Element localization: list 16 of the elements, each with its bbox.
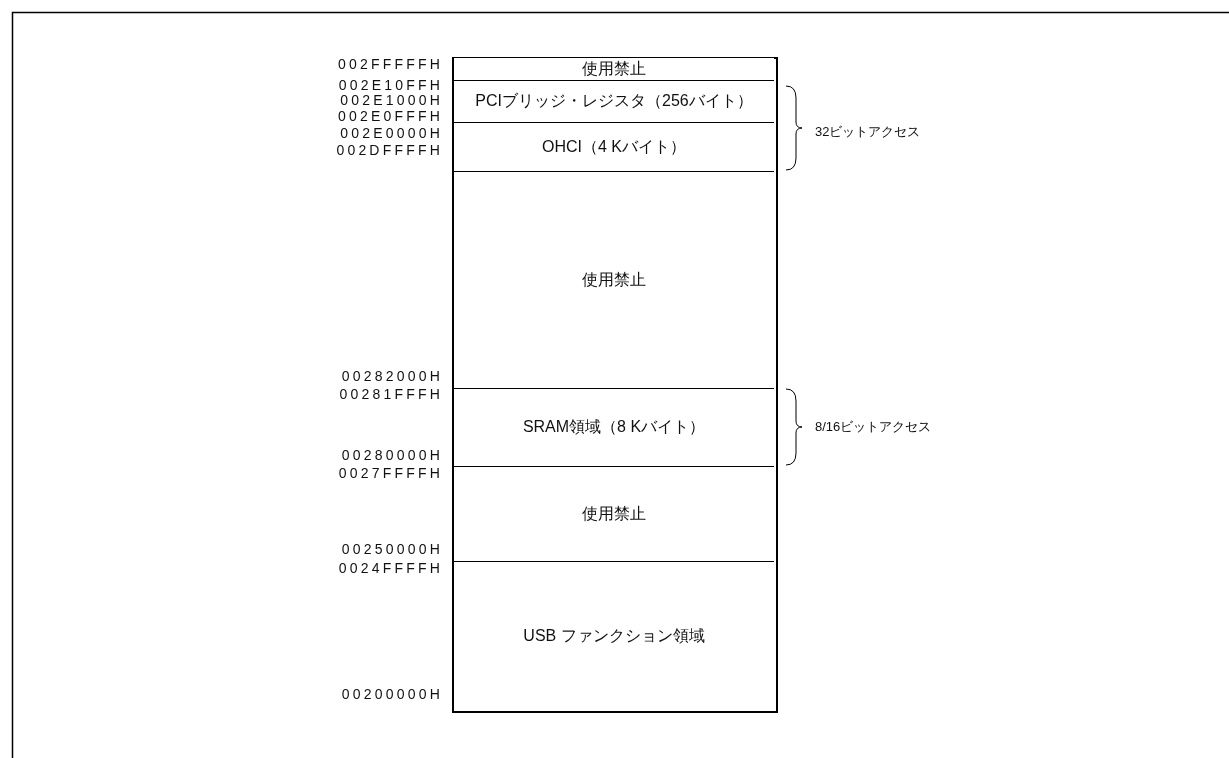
address-label: 002E0000H	[340, 126, 443, 140]
address-label: 00280000H	[341, 448, 443, 462]
address-label: 00282000H	[341, 369, 443, 383]
address-label: 002FFFFFH	[337, 57, 443, 71]
address-label: 0027FFFFH	[338, 466, 443, 480]
address-label: 002E10FFH	[338, 78, 443, 92]
address-label: 0024FFFFH	[338, 561, 443, 575]
memory-region-box: 使用禁止	[454, 58, 774, 80]
address-label: 00200000H	[341, 687, 443, 701]
address-label: 002E0FFFH	[337, 109, 443, 123]
access-width-label: 8/16ビットアクセス	[815, 420, 932, 434]
address-label: 00250000H	[341, 542, 443, 556]
address-label: 00281FFFH	[339, 387, 443, 401]
address-label: 002E1000H	[340, 93, 443, 107]
access-width-label: 32ビットアクセス	[815, 125, 921, 139]
address-label: 002DFFFFH	[336, 143, 443, 157]
